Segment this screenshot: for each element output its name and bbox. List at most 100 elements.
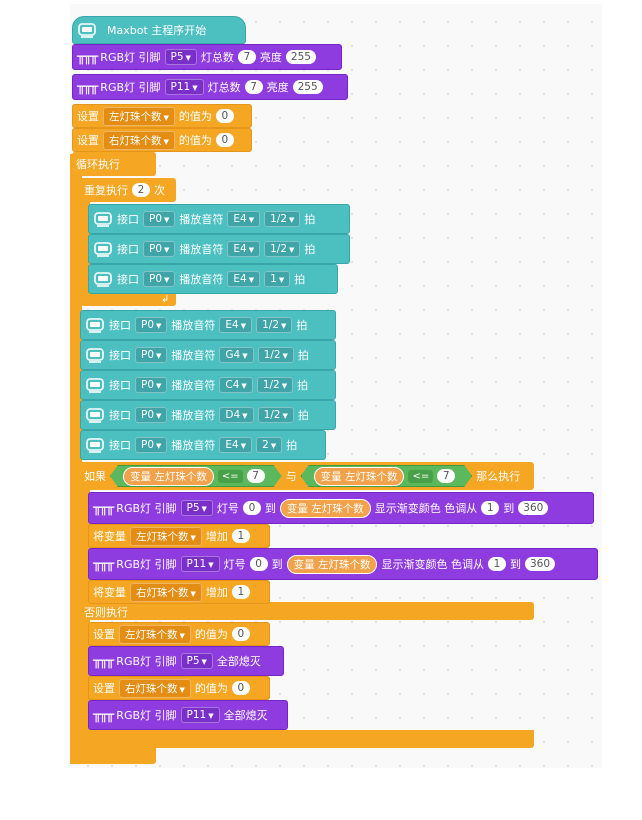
port-dropdown[interactable]: P0▼	[135, 407, 168, 423]
rgb-led-icon: ╥╥╥	[77, 79, 98, 95]
port-dropdown[interactable]: P0▼	[135, 317, 168, 333]
value-input[interactable]: 0	[215, 109, 234, 123]
pin-dropdown[interactable]: P5▼	[180, 500, 213, 516]
compare-operator[interactable]: <=	[408, 470, 433, 483]
set-var-block[interactable]: 设置 左灯珠个数▼ 的值为 0	[88, 622, 270, 646]
condition-left[interactable]: 变量 左灯珠个数 <= 7	[110, 465, 282, 487]
note-dropdown[interactable]: E4▼	[227, 271, 261, 287]
repeat-bottom-arm	[80, 292, 176, 306]
beat-dropdown[interactable]: 1▼	[264, 271, 291, 287]
beat-dropdown[interactable]: 1/2▼	[264, 211, 301, 227]
increment-input[interactable]: 1	[231, 529, 250, 543]
var-dropdown[interactable]: 右灯珠个数▼	[103, 130, 175, 150]
rgb-init-block[interactable]: ╥╥╥ RGB灯 引脚 P5▼ 灯总数 7 亮度 255	[72, 44, 342, 70]
note-dropdown[interactable]: E4▼	[227, 241, 261, 257]
variable-reporter[interactable]: 变量 左灯珠个数	[314, 467, 405, 486]
port-dropdown[interactable]: P0▼	[135, 377, 168, 393]
beat-dropdown[interactable]: 1/2▼	[257, 347, 294, 363]
bright-input[interactable]: 255	[292, 80, 323, 94]
count-input[interactable]: 7	[237, 50, 256, 64]
value-input[interactable]: 0	[231, 681, 250, 695]
set-var-block[interactable]: 设置 右灯珠个数▼ 的值为 0	[88, 676, 270, 700]
rgb-init-block[interactable]: ╥╥╥ RGB灯 引脚 P11▼ 灯总数 7 亮度 255	[72, 74, 348, 100]
event-block[interactable]: Maxbot 主程序开始	[72, 16, 246, 44]
repeat-block[interactable]: 重复执行 2 次	[80, 178, 176, 202]
set-var-block[interactable]: 设置 左灯珠个数▼ 的值为 0	[72, 104, 252, 128]
beat-dropdown[interactable]: 1/2▼	[264, 241, 301, 257]
note-dropdown[interactable]: D4▼	[219, 407, 254, 423]
increment-block[interactable]: 将变量 左灯珠个数▼ 增加 1	[88, 524, 270, 548]
robot-icon	[86, 378, 104, 393]
increment-input[interactable]: 1	[231, 585, 250, 599]
port-dropdown[interactable]: P0▼	[143, 211, 176, 227]
count-input[interactable]: 7	[244, 80, 263, 94]
note-dropdown[interactable]: G4▼	[219, 347, 254, 363]
hue-to-input[interactable]: 360	[518, 501, 549, 515]
rgb-led-icon: ╥╥╥	[93, 707, 114, 723]
port-dropdown[interactable]: P0▼	[135, 347, 168, 363]
repeat-count-input[interactable]: 2	[132, 183, 150, 197]
compare-value[interactable]: 7	[437, 469, 455, 483]
variable-reporter[interactable]: 变量 左灯珠个数	[123, 467, 214, 486]
pin-dropdown[interactable]: P11▼	[180, 556, 220, 572]
var-dropdown[interactable]: 右灯珠个数▼	[119, 678, 191, 698]
note-dropdown[interactable]: C4▼	[219, 377, 253, 393]
port-dropdown[interactable]: P0▼	[143, 241, 176, 257]
variable-reporter[interactable]: 变量 左灯珠个数	[279, 498, 371, 518]
note-dropdown[interactable]: E4▼	[219, 437, 253, 453]
robot-icon	[94, 272, 112, 287]
pin-dropdown[interactable]: P11▼	[164, 79, 204, 95]
hue-from-input[interactable]: 1	[487, 557, 506, 571]
port-dropdown[interactable]: P0▼	[143, 271, 176, 287]
beat-label: 拍	[297, 379, 309, 392]
increment-block[interactable]: 将变量 右灯珠个数▼ 增加 1	[88, 580, 270, 604]
pin-dropdown[interactable]: P5▼	[164, 49, 197, 65]
from-input[interactable]: 0	[249, 557, 268, 571]
forever-loop-block[interactable]: 循环执行	[72, 152, 156, 176]
set-var-block[interactable]: 设置 右灯珠个数▼ 的值为 0	[72, 128, 252, 152]
rgb-off-block[interactable]: ╥╥╥ RGB灯 引脚 P5▼ 全部熄灭	[88, 646, 284, 676]
beat-dropdown[interactable]: 1/2▼	[256, 317, 293, 333]
pin-dropdown[interactable]: P5▼	[180, 653, 213, 669]
var-dropdown[interactable]: 左灯珠个数▼	[119, 624, 191, 644]
loop-left-arm	[70, 154, 82, 764]
bright-input[interactable]: 255	[285, 50, 316, 64]
port-label: 接口	[109, 379, 131, 392]
repeat-label: 重复执行	[84, 184, 128, 197]
from-input[interactable]: 0	[242, 501, 261, 515]
to-label: 到	[271, 558, 283, 571]
value-input[interactable]: 0	[231, 627, 250, 641]
beat-dropdown[interactable]: 1/2▼	[257, 407, 294, 423]
variable-reporter[interactable]: 变量 左灯珠个数	[286, 554, 378, 574]
beat-label: 拍	[296, 319, 308, 332]
port-label: 接口	[109, 409, 131, 422]
pin-dropdown[interactable]: P11▼	[180, 707, 220, 723]
beat-dropdown[interactable]: 2▼	[256, 437, 283, 453]
note-dropdown[interactable]: E4▼	[219, 317, 253, 333]
note-dropdown[interactable]: E4▼	[227, 211, 261, 227]
compare-operator[interactable]: <=	[218, 470, 243, 483]
hue-to-input[interactable]: 360	[524, 557, 555, 571]
var-dropdown[interactable]: 右灯珠个数▼	[130, 582, 202, 602]
compare-value[interactable]: 7	[247, 469, 265, 483]
rgb-off-block[interactable]: ╥╥╥ RGB灯 引脚 P11▼ 全部熄灭	[88, 700, 288, 730]
value-input[interactable]: 0	[215, 133, 234, 147]
if-block[interactable]: 如果 变量 左灯珠个数 <= 7 与 变量 左灯珠个数 <= 7 那么执行	[80, 462, 534, 490]
beat-label: 拍	[304, 243, 316, 256]
var-dropdown[interactable]: 左灯珠个数▼	[103, 106, 175, 126]
hue-from-input[interactable]: 1	[481, 501, 500, 515]
port-dropdown[interactable]: P0▼	[135, 437, 168, 453]
beat-dropdown[interactable]: 1/2▼	[256, 377, 294, 393]
var-dropdown[interactable]: 左灯珠个数▼	[130, 526, 202, 546]
condition-right[interactable]: 变量 左灯珠个数 <= 7	[301, 465, 473, 487]
